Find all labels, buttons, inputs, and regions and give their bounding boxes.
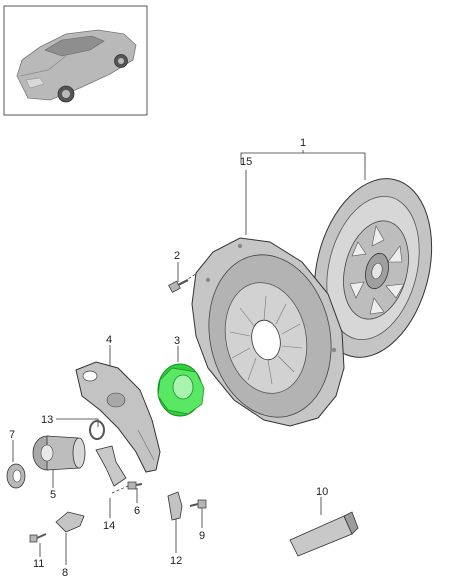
seal-ring-part-7[interactable] [6, 463, 26, 489]
callout-9: 9 [199, 530, 205, 542]
callout-2: 2 [174, 250, 180, 262]
callout-4: 4 [106, 334, 112, 346]
callout-15: 15 [240, 156, 252, 168]
callout-12: 12 [170, 555, 182, 567]
vehicle-thumbnail[interactable] [3, 5, 148, 116]
callout-10: 10 [316, 486, 328, 498]
callout-8: 8 [62, 567, 68, 579]
pivot-pin-part-8[interactable] [55, 511, 85, 533]
callout-11: 11 [33, 558, 44, 570]
callout-1: 1 [300, 137, 306, 149]
callout-6: 6 [134, 505, 140, 517]
o-ring-part-13[interactable] [89, 420, 105, 440]
callout-5: 5 [50, 489, 56, 501]
release-bearing-highlighted[interactable] [157, 363, 205, 417]
leader-lines [12, 150, 366, 565]
bolt-part-6[interactable] [127, 481, 143, 490]
bolt-part-2[interactable] [168, 279, 189, 293]
callout-3: 3 [174, 335, 180, 347]
clutch-disc[interactable] [297, 166, 450, 370]
bolt-part-11[interactable] [29, 533, 47, 543]
guide-sleeve-part-5[interactable] [32, 435, 86, 471]
callout-labels: 1 15 2 3 4 13 7 5 6 14 9 10 11 8 12 [9, 137, 328, 579]
callout-14: 14 [103, 520, 115, 532]
pressure-plate[interactable] [191, 237, 346, 429]
release-fork-part-4[interactable] [75, 361, 161, 473]
dashed-guide [111, 485, 129, 494]
spring-clip-part-14[interactable] [95, 445, 127, 487]
car-icon [16, 29, 137, 103]
callout-13: 13 [41, 414, 53, 426]
grease-tube-part-10[interactable] [289, 511, 359, 557]
bolt-part-9[interactable] [189, 499, 207, 509]
callout-7: 7 [9, 429, 15, 441]
bracket-part-12[interactable] [167, 491, 183, 521]
